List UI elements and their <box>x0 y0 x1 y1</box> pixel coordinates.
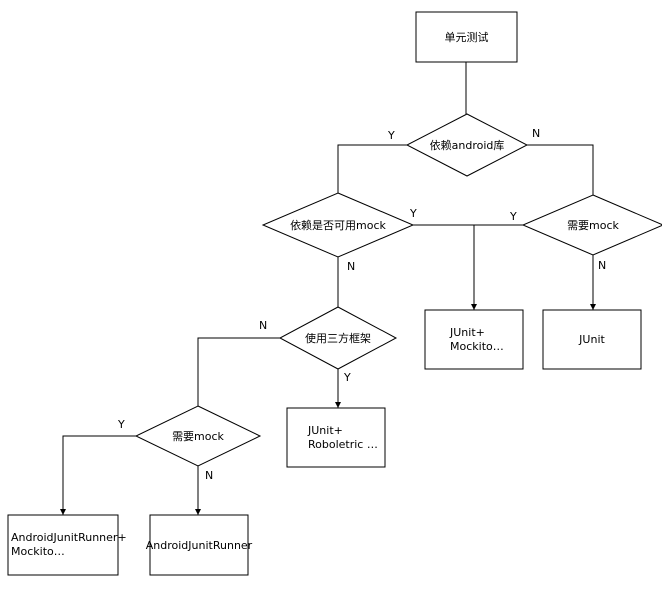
label-android-no: N <box>532 127 540 140</box>
third-party-label: 使用三方框架 <box>305 331 371 345</box>
runner-mockito-node: AndroidJunitRunner+ Mockito… <box>7 514 127 576</box>
junit-mockito-line2: Mockito… <box>450 340 504 353</box>
label-left-mock-yes: Y <box>117 418 125 431</box>
need-mock-left-label: 需要mock <box>172 430 224 443</box>
junit-node: JUnit <box>542 309 642 370</box>
start-node: 单元测试 <box>415 11 518 63</box>
label-mock-no: N <box>347 260 355 273</box>
dep-android-decision: 依赖android库 <box>405 113 529 177</box>
dep-mock-label: 依赖是否可用mock <box>290 219 386 232</box>
label-right-mock-yes: Y <box>509 210 517 223</box>
junit-label: JUnit <box>578 333 605 346</box>
start-node-label: 单元测试 <box>445 31 489 44</box>
edge-dep-android-yes <box>337 144 407 193</box>
runner-mockito-line1: AndroidJunitRunner+ <box>11 531 127 544</box>
dep-mock-decision: 依赖是否可用mock <box>261 192 415 258</box>
runner-label: AndroidJunitRunner <box>146 539 253 552</box>
junit-robolectric-node: JUnit+ Roboletric … <box>286 407 386 468</box>
edge-dep-android-no <box>527 144 594 195</box>
junit-mockito-line1: JUnit+ <box>449 326 485 339</box>
label-right-mock-no: N <box>598 259 606 272</box>
need-mock-left-decision: 需要mock <box>134 405 262 467</box>
label-android-yes: Y <box>387 129 395 142</box>
need-mock-right-decision: 需要mock <box>521 194 662 256</box>
third-party-decision: 使用三方框架 <box>278 306 398 370</box>
runner-mockito-line2: Mockito… <box>11 545 65 558</box>
label-left-mock-no: N <box>205 469 213 482</box>
label-mock-yes: Y <box>409 207 417 220</box>
junit-robolectric-line1: JUnit+ <box>307 424 343 437</box>
junit-mockito-node: JUnit+ Mockito… <box>424 309 524 370</box>
runner-node: AndroidJunitRunner <box>146 514 253 576</box>
need-mock-right-label: 需要mock <box>567 219 619 232</box>
label-third-no: N <box>259 319 267 332</box>
label-third-yes: Y <box>343 371 351 384</box>
dep-android-label: 依赖android库 <box>430 139 505 152</box>
edge-left-mock-yes <box>60 435 136 515</box>
junit-robolectric-line2: Roboletric … <box>308 438 378 451</box>
